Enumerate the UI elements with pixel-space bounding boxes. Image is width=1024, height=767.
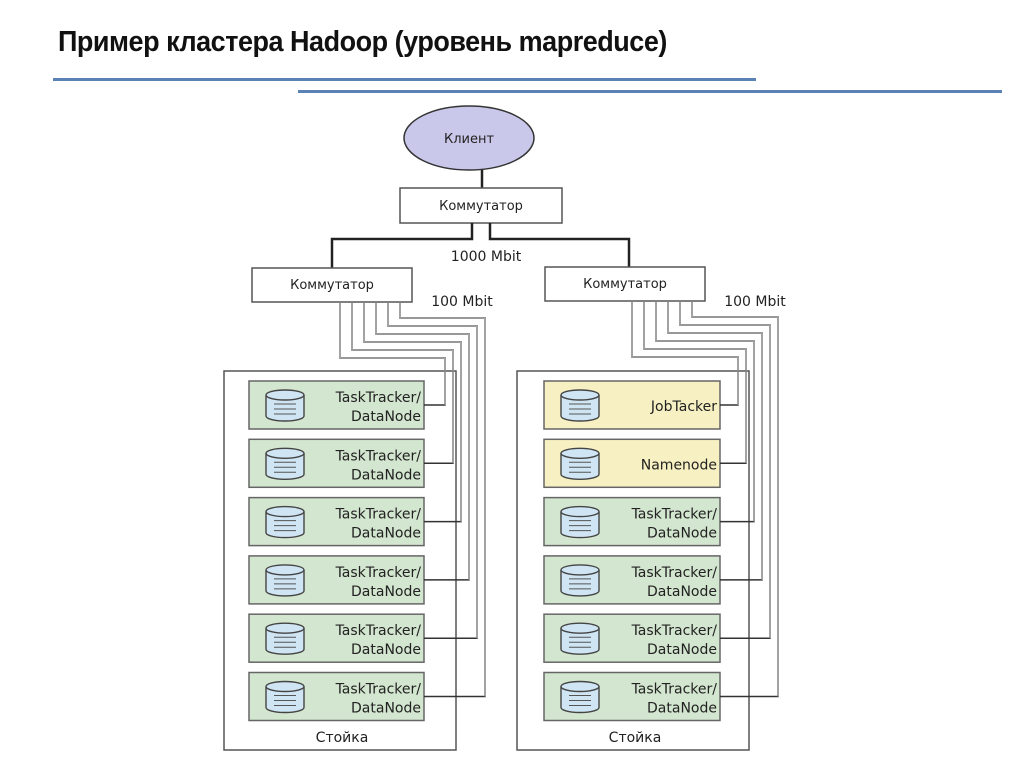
database-icon: [265, 564, 305, 597]
node-label: Namenode: [641, 457, 717, 473]
database-icon: [265, 622, 305, 655]
database-top: [560, 622, 600, 634]
node-link-halo: [399, 302, 486, 697]
node-label-line1: TaskTracker/: [631, 623, 718, 639]
database-top: [560, 447, 600, 459]
node-link-halo: [679, 301, 771, 639]
database-top: [560, 505, 600, 518]
core-switch-label: Коммутатор: [439, 199, 523, 214]
database-icon: [560, 447, 600, 480]
worker-node: TaskTracker/DataNode: [248, 555, 425, 605]
node-label-line2: DataNode: [647, 526, 717, 542]
rack-switch-label: Коммутатор: [583, 277, 667, 292]
node-label-line2: DataNode: [647, 584, 717, 600]
database-icon: [560, 680, 600, 714]
rack-switch-label: Коммутатор: [290, 278, 374, 293]
uplink-right: [488, 223, 631, 268]
client-node: Клиент: [403, 105, 535, 171]
node-link-halo: [691, 301, 779, 697]
uplink-left: [330, 223, 474, 268]
database-icon: [560, 505, 600, 539]
database-icon: [560, 622, 600, 655]
worker-node: TaskTracker/DataNode: [248, 671, 425, 722]
core-switch-box: [399, 187, 563, 224]
node-label-line1: TaskTracker/: [335, 682, 422, 698]
node-link-halo: [667, 301, 763, 580]
master-node: JobTacker: [543, 380, 721, 430]
node-link-halo: [339, 302, 446, 405]
node-link-halo: [351, 302, 454, 464]
database-icon: [265, 680, 305, 714]
client-label: Клиент: [444, 132, 494, 147]
node-link-halo: [655, 301, 755, 522]
database-top: [265, 680, 305, 693]
database-top: [265, 564, 305, 576]
database-top: [265, 622, 305, 634]
node-label-line2: DataNode: [351, 701, 421, 717]
node-label-line1: TaskTracker/: [631, 507, 718, 523]
node-label-line1: TaskTracker/: [335, 565, 422, 581]
rack-label: Стойка: [609, 730, 662, 746]
database-top: [265, 389, 305, 401]
node-link-halo: [631, 301, 739, 405]
node-label-line2: DataNode: [351, 409, 421, 425]
node-label-line2: DataNode: [351, 467, 421, 483]
database-icon: [265, 447, 305, 480]
worker-node: TaskTracker/DataNode: [248, 438, 425, 489]
node-label-line2: DataNode: [351, 642, 421, 658]
database-top: [265, 505, 305, 518]
worker-node: TaskTracker/DataNode: [543, 671, 721, 722]
master-node: Namenode: [543, 438, 721, 489]
rack-switch-box: [544, 266, 706, 302]
database-top: [560, 680, 600, 693]
node-label-line1: TaskTracker/: [335, 390, 422, 406]
node-link-halo: [363, 302, 462, 522]
database-top: [560, 564, 600, 576]
node-label-line1: TaskTracker/: [335, 623, 422, 639]
node-link-halo: [375, 302, 470, 580]
worker-node: TaskTracker/DataNode: [543, 555, 721, 605]
rack-label: Стойка: [316, 730, 369, 746]
node-label-line2: DataNode: [647, 701, 717, 717]
title-underline-bottom: [298, 90, 1002, 93]
node-label-line2: DataNode: [351, 526, 421, 542]
rack-link-speed-label: 100 Mbit: [724, 294, 786, 310]
node-label: JobTacker: [650, 399, 717, 415]
client-ellipse: [403, 105, 535, 171]
database-icon: [265, 389, 305, 422]
worker-node: TaskTracker/DataNode: [248, 380, 425, 430]
database-top: [560, 389, 600, 401]
title-underline-top: [53, 78, 756, 81]
uplink-speed-label: 1000 Mbit: [451, 249, 522, 265]
rack-link-speed-label: 100 Mbit: [431, 294, 493, 310]
node-label-line1: TaskTracker/: [335, 507, 422, 523]
node-label-line1: TaskTracker/: [335, 448, 422, 464]
database-icon: [560, 564, 600, 597]
worker-node: TaskTracker/DataNode: [543, 496, 721, 547]
worker-node: TaskTracker/DataNode: [248, 613, 425, 663]
node-link-halo: [387, 302, 478, 639]
node-label-line1: TaskTracker/: [631, 565, 718, 581]
node-link-halo: [643, 301, 747, 464]
worker-node: TaskTracker/DataNode: [248, 496, 425, 547]
node-label-line2: DataNode: [351, 584, 421, 600]
core-switch: Коммутатор: [399, 187, 563, 224]
worker-node: TaskTracker/DataNode: [543, 613, 721, 663]
slide-title: Пример кластера Hadoop (уровень mapreduc…: [58, 26, 667, 58]
database-icon: [265, 505, 305, 539]
node-label-line2: DataNode: [647, 642, 717, 658]
rack-switch-box: [251, 267, 413, 303]
database-icon: [560, 389, 600, 422]
node-label-line1: TaskTracker/: [631, 682, 718, 698]
database-top: [265, 447, 305, 459]
